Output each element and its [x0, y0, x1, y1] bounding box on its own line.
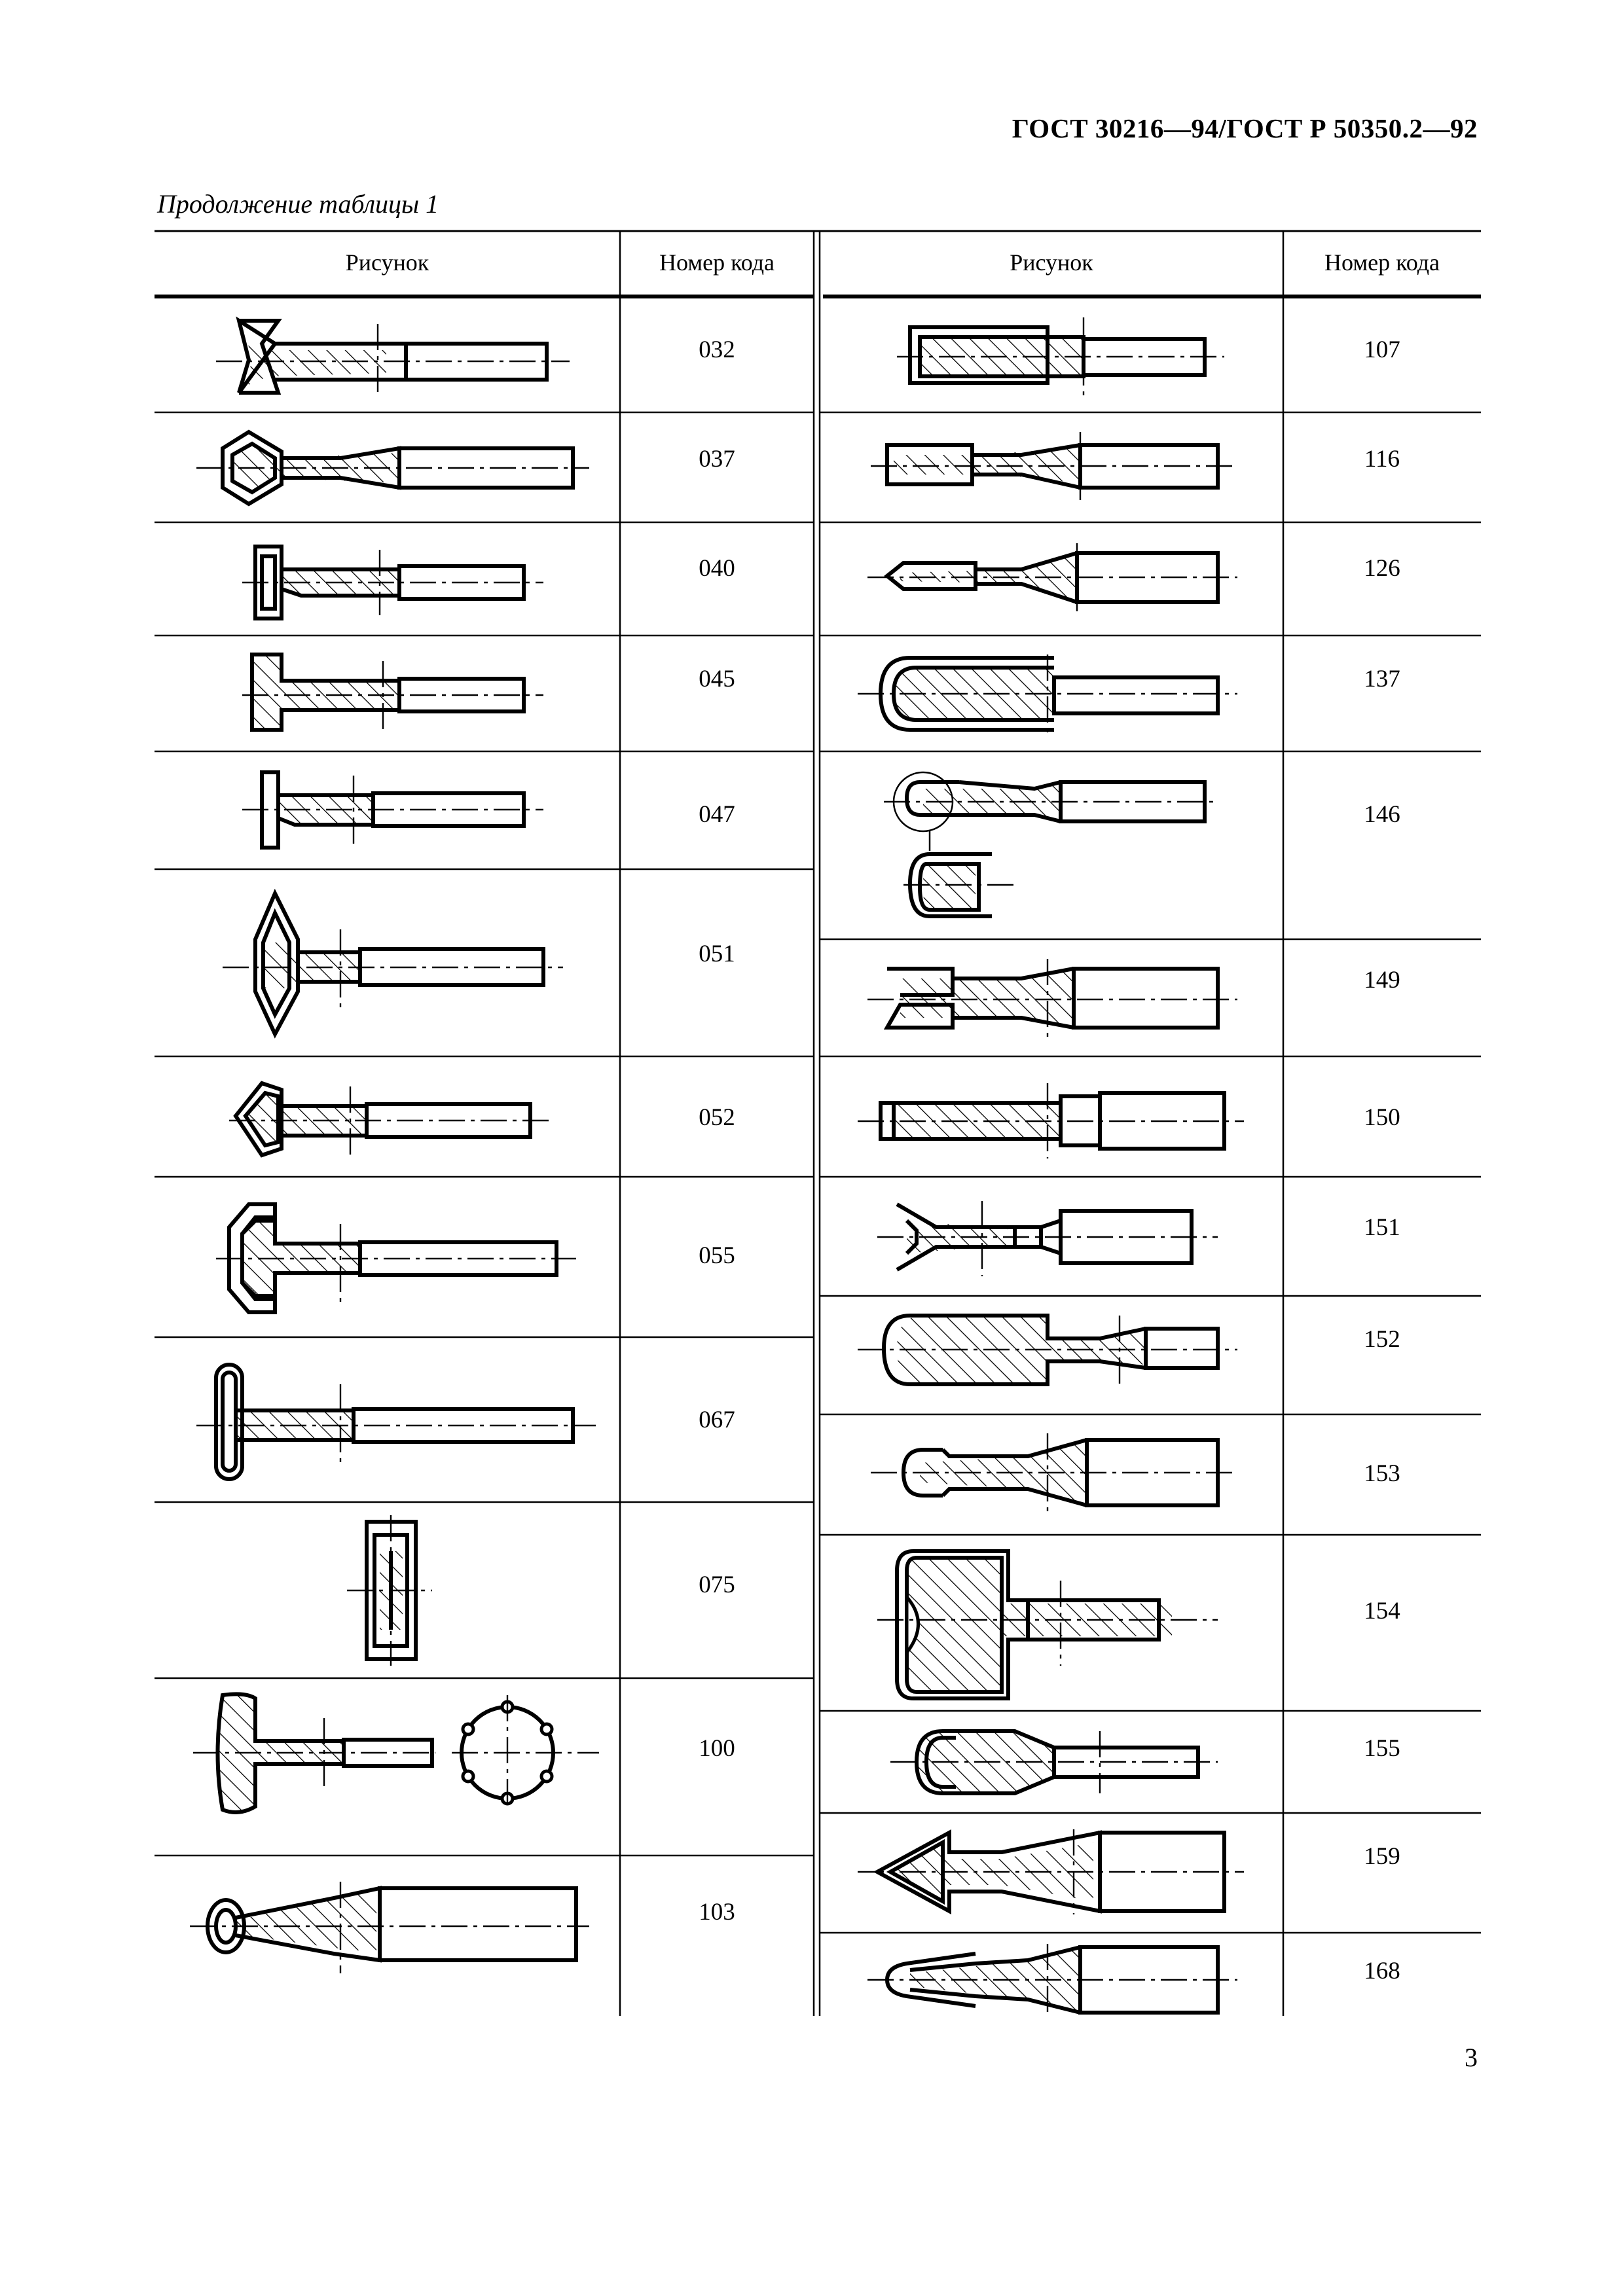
code-cell: 159 — [1364, 1843, 1400, 1870]
code-cell: 055 — [699, 1242, 735, 1269]
code-cell: 149 — [1364, 967, 1400, 994]
table-caption: Продолжение таблицы 1 — [157, 189, 439, 219]
code-cell: 126 — [1364, 555, 1400, 582]
terminal-153-icon — [871, 1427, 1237, 1518]
column-header-figure-left: Рисунок — [345, 249, 429, 276]
terminal-045-icon — [242, 651, 543, 736]
code-cell: 168 — [1364, 1958, 1400, 1984]
terminal-067-icon — [196, 1358, 596, 1489]
terminal-040-icon — [242, 537, 543, 628]
code-cell: 153 — [1364, 1460, 1400, 1487]
terminal-137-icon — [858, 648, 1237, 740]
document-header: ГОСТ 30216—94/ГОСТ Р 50350.2—92 — [1012, 113, 1478, 143]
terminal-159-icon — [851, 1823, 1244, 1921]
code-cell: 107 — [1364, 336, 1400, 363]
code-cell: 150 — [1364, 1104, 1400, 1131]
code-cell: 146 — [1364, 801, 1400, 828]
code-cell: 032 — [699, 336, 735, 363]
terminal-055-icon — [216, 1198, 576, 1322]
terminal-150-icon — [851, 1077, 1244, 1162]
code-cell: 155 — [1364, 1735, 1400, 1762]
code-cell: 051 — [699, 941, 735, 967]
code-cell: 067 — [699, 1407, 735, 1433]
code-cell: 040 — [699, 555, 735, 582]
terminal-149-icon — [858, 952, 1237, 1044]
terminal-107-icon — [871, 314, 1224, 399]
code-cell: 154 — [1364, 1598, 1400, 1624]
terminal-047-icon — [242, 766, 543, 857]
terminal-032-icon — [216, 314, 556, 399]
terminal-103-icon — [190, 1875, 596, 1980]
terminal-146-icon — [884, 766, 1218, 929]
terminal-151-icon — [877, 1191, 1218, 1283]
terminal-155-icon — [890, 1721, 1218, 1806]
code-cell: 052 — [699, 1104, 735, 1131]
terminal-152-icon — [858, 1302, 1237, 1401]
column-header-code-right: Номер кода — [1324, 249, 1440, 276]
code-cell: 047 — [699, 801, 735, 828]
code-cell: 103 — [699, 1899, 735, 1926]
terminal-075-icon — [340, 1515, 439, 1666]
terminal-052-icon — [229, 1077, 550, 1162]
column-header-figure-right: Рисунок — [1010, 249, 1093, 276]
code-cell: 151 — [1364, 1214, 1400, 1241]
column-header-code-left: Номер кода — [659, 249, 775, 276]
code-cell: 037 — [699, 446, 735, 473]
code-cell: 137 — [1364, 666, 1400, 692]
code-cell: 152 — [1364, 1326, 1400, 1353]
code-cell: 100 — [699, 1735, 735, 1762]
terminal-051-icon — [223, 890, 563, 1041]
terminal-037-icon — [196, 425, 589, 511]
page-number: 3 — [1465, 2043, 1478, 2072]
terminal-168-icon — [858, 1941, 1237, 2019]
terminal-100-icon — [193, 1689, 606, 1820]
code-cell: 075 — [699, 1571, 735, 1598]
terminal-154-icon — [877, 1545, 1218, 1702]
terminal-126-icon — [858, 537, 1237, 622]
terminal-116-icon — [858, 425, 1237, 511]
code-cell: 116 — [1364, 446, 1400, 473]
code-cell: 045 — [699, 666, 735, 692]
